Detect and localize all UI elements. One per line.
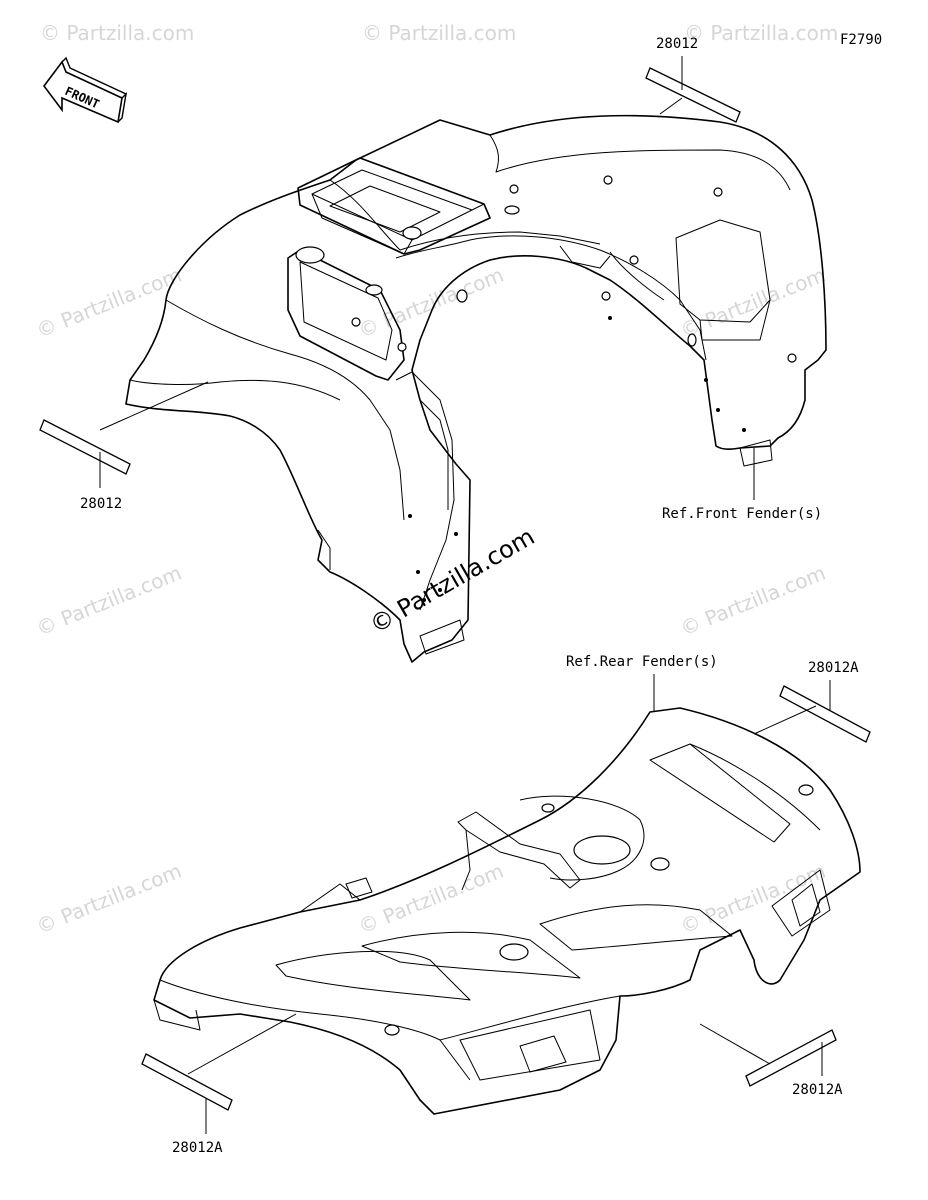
front-fender-ref: Ref.Front Fender(s) <box>662 448 822 522</box>
rear-decal-bottom-right: 28012A <box>699 1023 843 1098</box>
watermark: © Partzilla.com <box>40 21 194 45</box>
rear-fender-drawing <box>153 707 861 1115</box>
front-arrow-icon: FRONT <box>43 56 128 124</box>
front-decal-left: 28012 <box>39 381 209 512</box>
watermark: © Partzilla.com <box>355 263 507 343</box>
ref-front-fender-label: Ref.Front Fender(s) <box>662 506 822 522</box>
watermark: © Partzilla.com <box>355 859 507 939</box>
front-decal-top: 28012 <box>645 36 741 123</box>
part-number-label: 28012A <box>792 1082 843 1098</box>
watermark: © Partzilla.com <box>684 21 838 45</box>
rear-fender-ref: Ref.Rear Fender(s) <box>566 654 718 712</box>
watermark: © Partzilla.com <box>362 21 516 45</box>
watermark-center: © Partzilla.com <box>365 522 539 639</box>
rear-decal-bottom-left: 28012A <box>141 1013 297 1156</box>
watermark: © Partzilla.com <box>33 561 185 641</box>
watermark-layer: © Partzilla.com © Partzilla.com © Partzi… <box>33 21 838 939</box>
rear-decal-top-right: 28012A <box>753 660 871 743</box>
front-fender-drawing <box>125 114 827 663</box>
ref-rear-fender-label: Ref.Rear Fender(s) <box>566 654 718 670</box>
part-number-label: 28012 <box>656 36 698 52</box>
watermark: © Partzilla.com <box>677 561 829 641</box>
part-number-label: 28012A <box>808 660 859 676</box>
watermark: © Partzilla.com <box>33 263 185 343</box>
watermark: © Partzilla.com <box>33 859 185 939</box>
part-number-label: 28012 <box>80 496 122 512</box>
diagram-code: F2790 <box>840 32 882 48</box>
part-number-label: 28012A <box>172 1140 223 1156</box>
